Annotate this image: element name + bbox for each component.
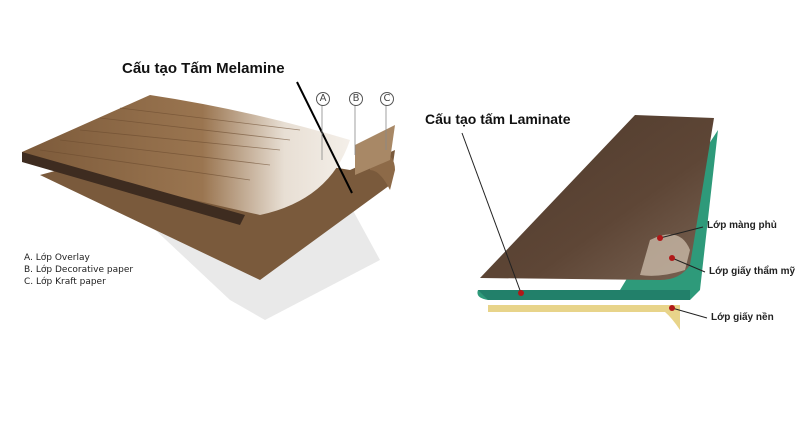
- legend-item-decorative: B. Lớp Decorative paper: [24, 265, 134, 275]
- melamine-title: Cấu tạo Tấm Melamine: [122, 60, 285, 77]
- melamine-legend: A. Lớp Overlay B. Lớp Decorative paper C…: [24, 252, 133, 288]
- marker-b: B: [349, 92, 363, 106]
- legend-item-kraft: C. Lớp Kraft paper: [24, 277, 106, 287]
- label-overlay-layer: Lớp màng phủ: [707, 220, 777, 231]
- melamine-sheet-illustration: [22, 81, 395, 320]
- laminate-title: Cấu tạo tấm Laminate: [425, 111, 571, 127]
- label-decor-paper: Lớp giấy thẩm mỹ: [709, 266, 796, 277]
- marker-a: A: [316, 92, 330, 106]
- label-base-paper: Lớp giấy nền: [711, 312, 774, 323]
- legend-item-overlay: A. Lớp Overlay: [24, 253, 90, 263]
- marker-c: C: [380, 92, 394, 106]
- laminate-board-illustration: [461, 115, 718, 330]
